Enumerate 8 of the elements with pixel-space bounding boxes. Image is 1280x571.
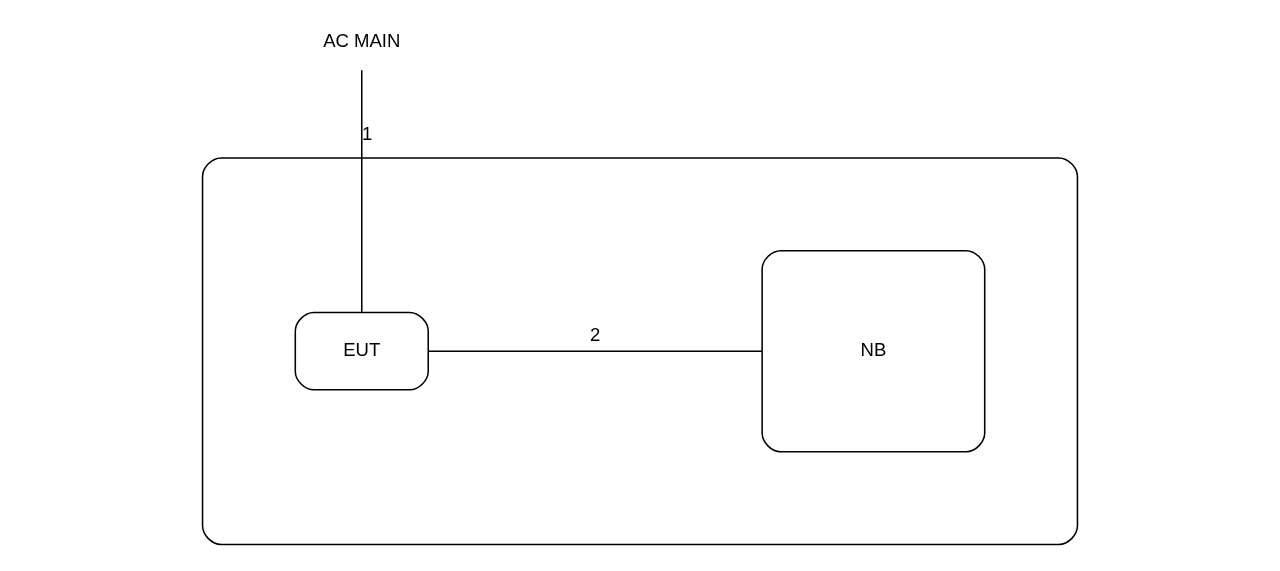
edge-label: 1 [362,123,373,145]
node-box: NB [761,249,986,453]
edge-label: 2 [590,324,601,346]
node-box: EUT [294,311,429,391]
connector [361,69,363,314]
cluster [201,157,1079,546]
connector [427,350,763,352]
node-text: AC MAIN [323,29,401,51]
